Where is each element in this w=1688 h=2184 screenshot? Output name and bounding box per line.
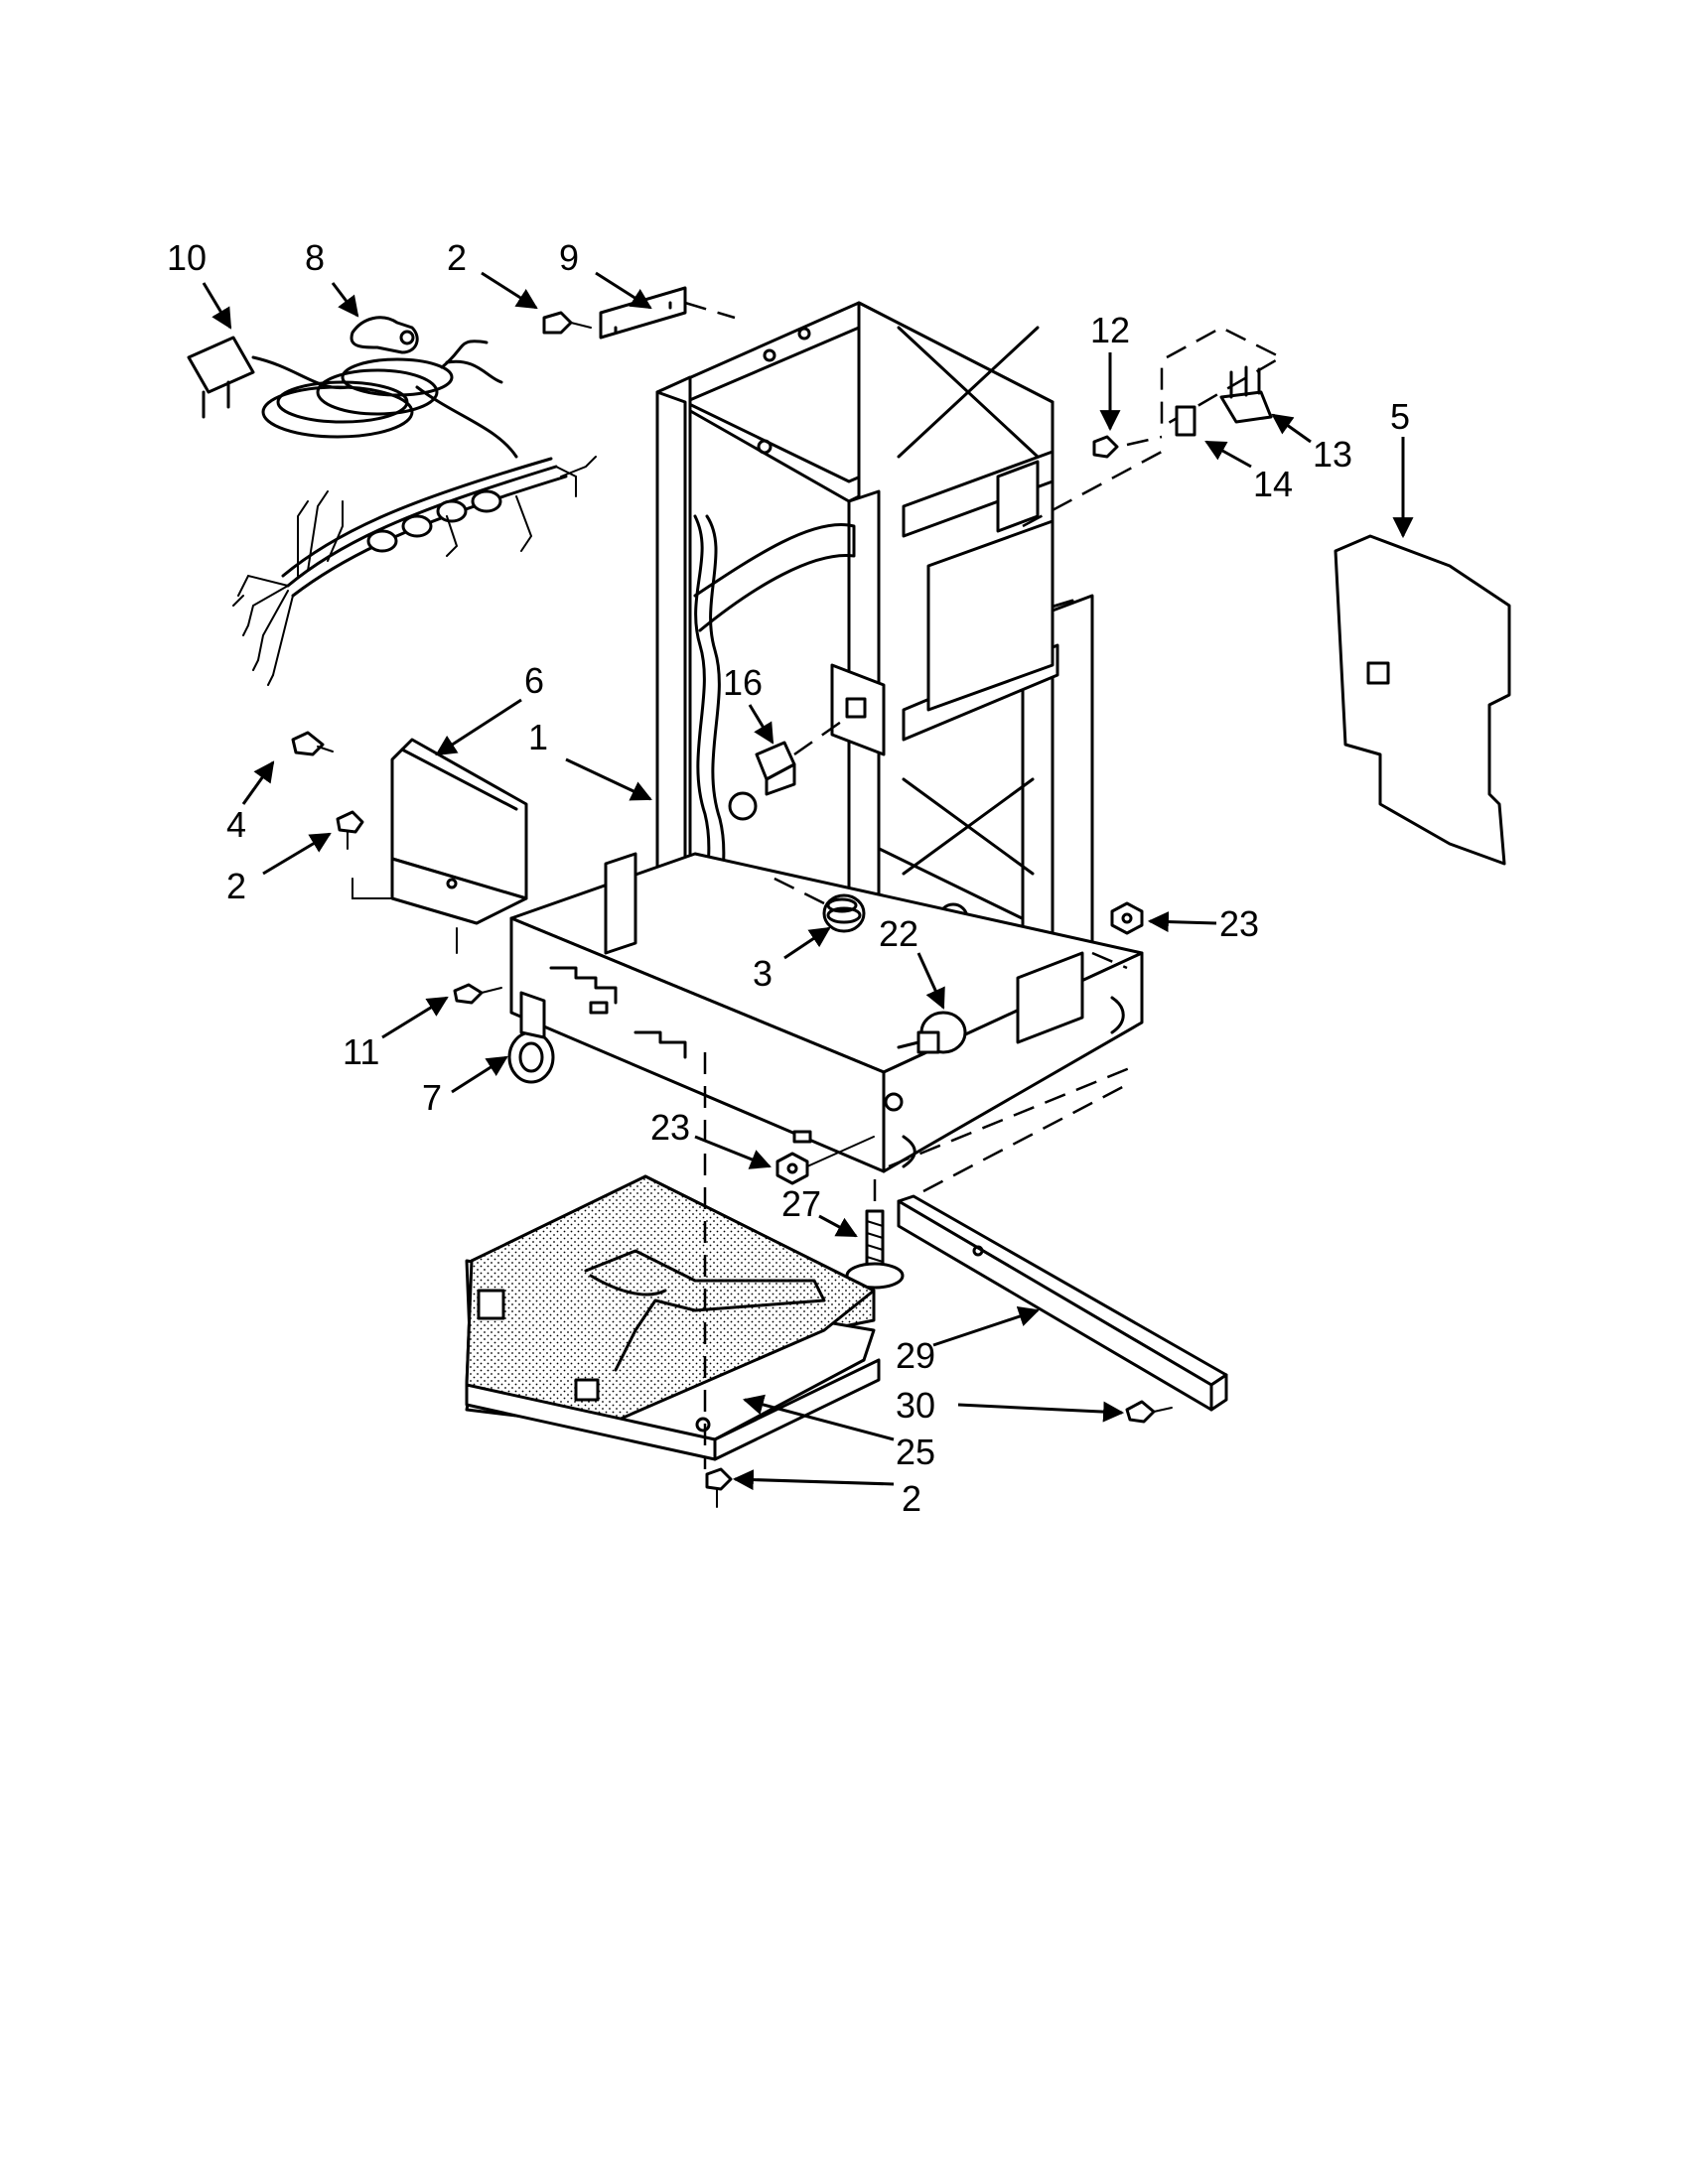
callout-9: 9 <box>559 237 579 278</box>
callout-11: 11 <box>343 1031 379 1072</box>
leveling-leg <box>845 1171 905 1290</box>
top-bracket <box>599 286 736 340</box>
screw-bottom <box>705 1467 733 1508</box>
callout-27: 27 <box>781 1183 821 1224</box>
screw-30 <box>1125 1400 1173 1424</box>
nut-right <box>1110 901 1144 935</box>
wire-clip <box>755 718 845 796</box>
callout-6: 6 <box>524 660 544 701</box>
callout-4: 4 <box>226 804 246 845</box>
callout-3: 3 <box>753 953 773 994</box>
front-rail <box>897 1080 1228 1412</box>
callout-13: 13 <box>1313 434 1352 475</box>
switch-assembly <box>1022 326 1284 528</box>
screw-11 <box>453 983 502 1005</box>
shield-bracket <box>352 738 528 954</box>
screw-left-upper <box>291 731 334 756</box>
callout-23-right: 23 <box>1219 903 1259 944</box>
callout-labels: 10 8 2 9 12 13 14 5 6 1 16 4 2 23 22 3 1… <box>167 237 1410 1519</box>
power-cord <box>187 336 518 459</box>
callout-22: 22 <box>879 913 918 954</box>
callout-10: 10 <box>167 237 207 278</box>
callout-30: 30 <box>896 1385 935 1426</box>
callout-5: 5 <box>1390 396 1410 437</box>
bottom-pan <box>465 1174 881 1461</box>
callout-2-left: 2 <box>226 866 246 906</box>
callout-1: 1 <box>528 717 548 757</box>
wire-harness <box>232 456 597 686</box>
cabinet-base <box>509 852 1144 1173</box>
callout-7: 7 <box>422 1077 442 1118</box>
callout-16: 16 <box>723 662 763 703</box>
callout-29: 29 <box>896 1335 935 1376</box>
pressure-valve <box>897 1011 967 1054</box>
rear-access-panel <box>1334 534 1511 866</box>
screw-left-lower <box>336 810 364 850</box>
callout-25: 25 <box>896 1432 935 1472</box>
callout-23-lower: 23 <box>650 1107 690 1148</box>
callout-8: 8 <box>305 237 325 278</box>
callout-12: 12 <box>1090 310 1130 350</box>
cable-clamp <box>507 991 555 1084</box>
strain-relief <box>350 316 419 354</box>
leader-lines <box>202 271 1414 1491</box>
screw-top <box>542 311 592 335</box>
callout-2-top: 2 <box>447 237 467 278</box>
callout-14: 14 <box>1253 464 1293 504</box>
nut-lower <box>775 1136 875 1185</box>
spring-grommet <box>764 872 866 933</box>
callout-2-bottom: 2 <box>902 1478 921 1519</box>
